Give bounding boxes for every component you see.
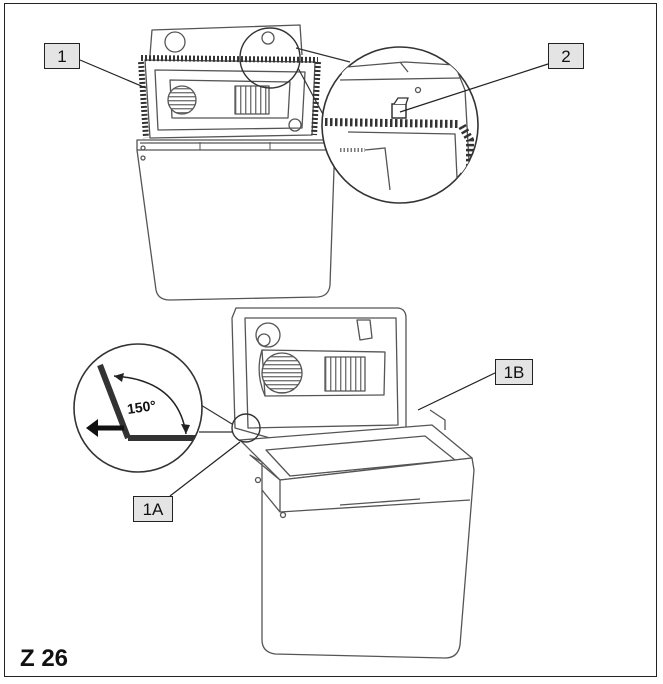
hinge-detail-circle — [231, 413, 261, 443]
callout-1-leader — [79, 59, 147, 89]
figure-id-label: Z 26 — [20, 645, 69, 672]
callout-1a-leader — [169, 441, 241, 497]
callout-2-leader — [399, 63, 549, 113]
callout-1b-leader — [417, 371, 498, 411]
angle-detail — [73, 343, 233, 473]
callout-1a: 1A — [133, 496, 173, 522]
bottom-cooler — [231, 307, 475, 659]
callout-1: 1 — [44, 43, 80, 69]
top-cooler — [136, 24, 336, 301]
callout-2: 2 — [548, 43, 584, 69]
callout-1b: 1B — [495, 359, 533, 385]
